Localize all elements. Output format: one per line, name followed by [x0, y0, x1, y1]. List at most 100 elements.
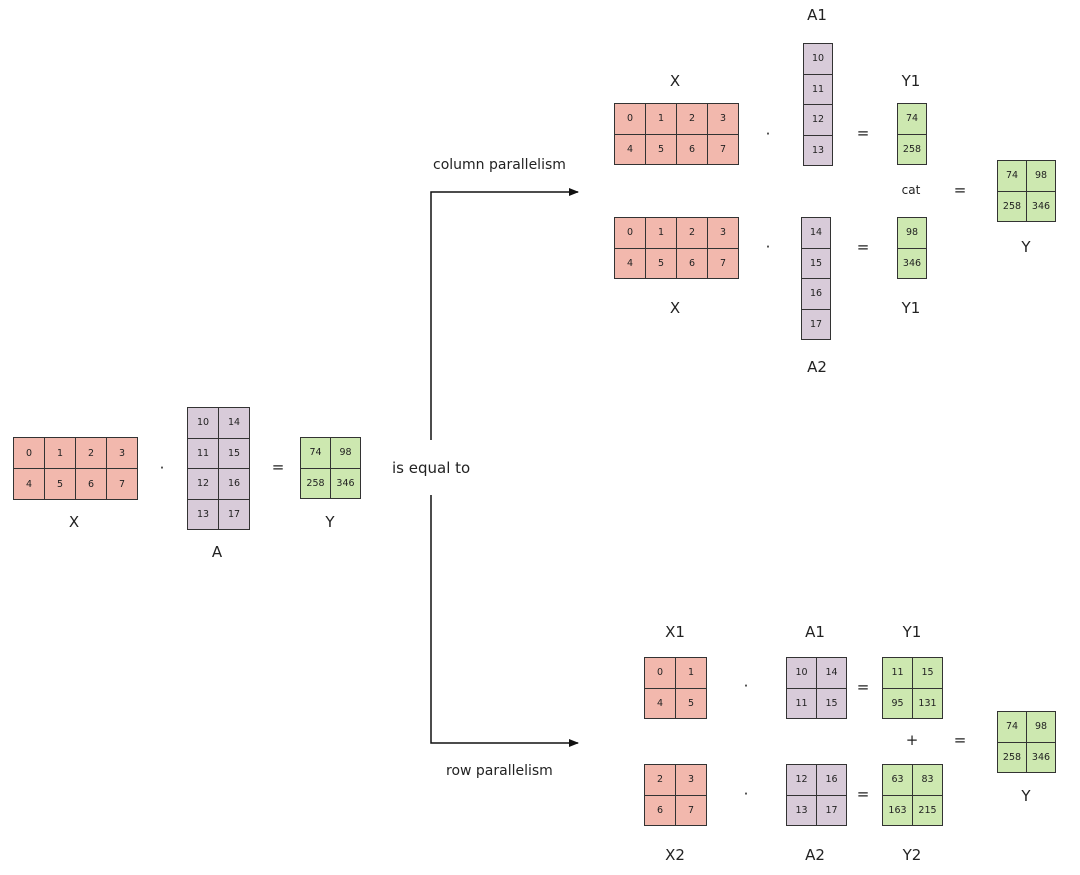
- matrix-cell: 3: [676, 765, 706, 795]
- label-row-y2: Y2: [902, 846, 922, 864]
- matrix-cell: 0: [615, 218, 645, 248]
- matrix-cell: 13: [787, 795, 816, 825]
- matrix-cell: 74: [898, 104, 926, 134]
- matrix-cell: 7: [676, 795, 706, 825]
- equals-operator: =: [856, 124, 870, 142]
- label-row-y1: Y1: [902, 623, 922, 641]
- label-col-a1: A1: [807, 6, 827, 24]
- matrix-cell: 3: [107, 438, 137, 468]
- label-row-a1: A1: [805, 623, 825, 641]
- is-equal-to-text: is equal to: [392, 459, 471, 477]
- matrix-cell: 98: [898, 218, 926, 248]
- label-col-y2: Y1: [901, 299, 921, 317]
- matrix-cell: 1: [676, 658, 706, 688]
- matrix-cell: 5: [646, 134, 676, 164]
- matrix-cell: 98: [1027, 712, 1055, 742]
- matrix-cell: 17: [817, 795, 846, 825]
- matrix-cell: 12: [804, 105, 832, 135]
- cat-operator: cat: [901, 183, 921, 197]
- matrix-cell: 17: [219, 499, 249, 529]
- matrix-cell: 10: [787, 658, 816, 688]
- equals-operator: =: [953, 731, 967, 749]
- matrix-cell: 258: [898, 134, 926, 164]
- matrix-cell: 7: [708, 248, 738, 278]
- label-y: Y: [325, 513, 335, 531]
- matrix-cell: 16: [802, 279, 830, 309]
- dot-operator: ·: [743, 785, 749, 803]
- matrix-cell: 11: [188, 438, 218, 468]
- matrix-cell: 11: [787, 688, 816, 718]
- matrix-cell: 258: [998, 191, 1026, 221]
- matrix-cell: 74: [301, 438, 330, 468]
- matrix-cell: 4: [14, 469, 44, 499]
- matrix-cell: 1: [646, 104, 676, 134]
- matrix-cell: 15: [913, 658, 942, 688]
- matrix-cell: 98: [1027, 161, 1055, 191]
- matrix-cell: 6: [677, 248, 707, 278]
- matrix-cell: 13: [188, 499, 218, 529]
- matrix-cell: 346: [331, 468, 360, 498]
- matrix-cell: 17: [802, 309, 830, 339]
- matrix-cell: 0: [615, 104, 645, 134]
- matrix-cell: 95: [883, 688, 912, 718]
- matrix-cell: 215: [913, 795, 942, 825]
- matrix-cell: 83: [913, 765, 942, 795]
- equals-operator: =: [953, 181, 967, 199]
- equals-operator: =: [856, 678, 870, 696]
- label-row-x1: X1: [665, 623, 685, 641]
- matrix-cell: 7: [708, 134, 738, 164]
- arrow-to-column-parallelism: [430, 188, 579, 440]
- matrix-cell: 11: [804, 74, 832, 104]
- matrix-cell: 1: [646, 218, 676, 248]
- label-row-x2: X2: [665, 846, 685, 864]
- matrix-cell: 2: [76, 438, 106, 468]
- matrix-cell: 12: [188, 469, 218, 499]
- label-a: A: [211, 543, 223, 561]
- matrix-cell: 11: [883, 658, 912, 688]
- matrix-cell: 2: [677, 104, 707, 134]
- matrix-cell: 13: [804, 135, 832, 165]
- matrix-cell: 0: [645, 658, 675, 688]
- matrix-cell: 14: [817, 658, 846, 688]
- matrix-cell: 6: [76, 469, 106, 499]
- matrix-cell: 15: [219, 438, 249, 468]
- matrix-cell: 5: [45, 469, 75, 499]
- matrix-cell: 163: [883, 795, 912, 825]
- matrix-cell: 346: [1027, 742, 1055, 772]
- matrix-cell: 6: [677, 134, 707, 164]
- matrix-cell: 15: [802, 248, 830, 278]
- matrix-cell: 1: [45, 438, 75, 468]
- matrix-cell: 10: [188, 408, 218, 438]
- matrix-cell: 346: [898, 248, 926, 278]
- matrix-cell: 10: [804, 44, 832, 74]
- matrix-cell: 2: [645, 765, 675, 795]
- matrix-cell: 5: [646, 248, 676, 278]
- matrix-cell: 14: [219, 408, 249, 438]
- matrix-cell: 0: [14, 438, 44, 468]
- plus-operator: +: [905, 731, 919, 749]
- label-row-a2: A2: [805, 846, 825, 864]
- matrix-cell: 4: [645, 688, 675, 718]
- matrix-cell: 15: [817, 688, 846, 718]
- dot-operator: ·: [765, 238, 771, 256]
- label-col-a2: A2: [807, 358, 827, 376]
- matrix-cell: 346: [1027, 191, 1055, 221]
- dot-operator: ·: [765, 125, 771, 143]
- matrix-cell: 16: [219, 469, 249, 499]
- matrix-cell: 4: [615, 248, 645, 278]
- label-col-x2: X: [669, 299, 681, 317]
- matrix-cell: 5: [676, 688, 706, 718]
